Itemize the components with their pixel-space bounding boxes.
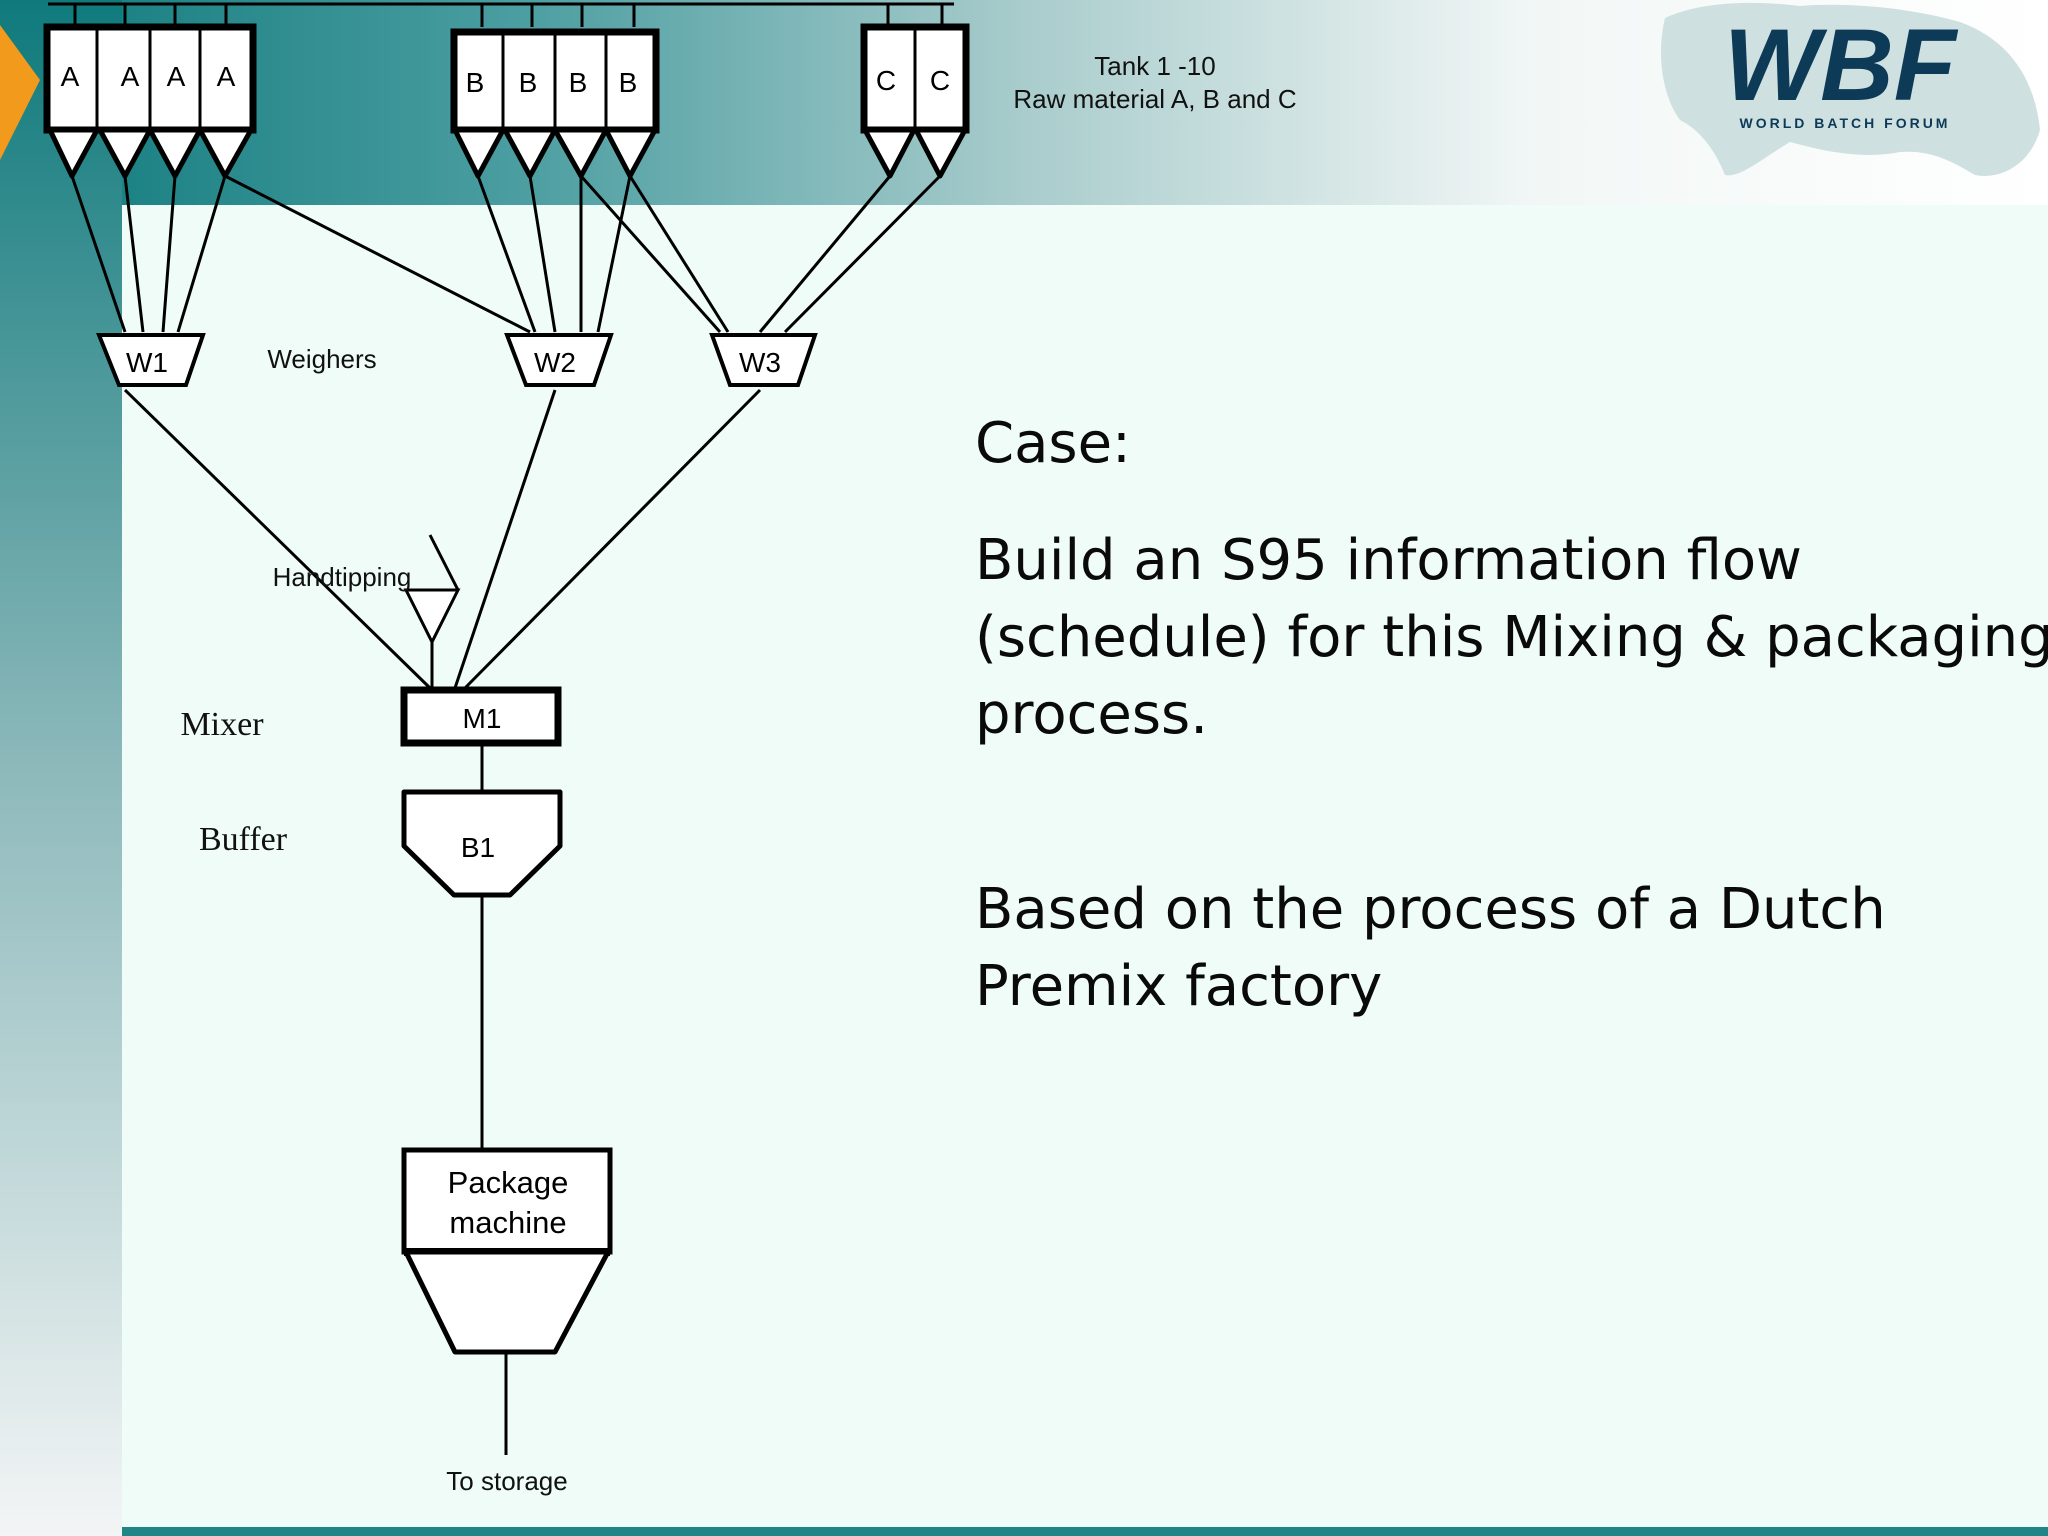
case-line-1: Build an S95 information flow xyxy=(975,528,1802,593)
weighers-label: Weighers xyxy=(267,344,376,374)
svg-text:W2: W2 xyxy=(534,347,576,378)
mixer-m1: M1 xyxy=(400,686,562,747)
weigher-w1: W1 xyxy=(96,333,206,387)
buffer-label: Buffer xyxy=(199,821,288,858)
svg-text:M1: M1 xyxy=(463,703,502,734)
handtipping-funnel xyxy=(403,534,461,688)
tank-a4-label: A xyxy=(217,61,236,92)
case-line-4: Based on the process of a Dutch xyxy=(975,877,1886,942)
mixer-label: Mixer xyxy=(180,706,264,743)
package-machine-line1: Package xyxy=(448,1165,569,1200)
weigher-to-mixer-pipes xyxy=(123,388,762,690)
handtipping-label: Handtipping xyxy=(273,562,412,592)
package-machine: Package machine xyxy=(401,1147,613,1355)
left-band xyxy=(0,0,122,1536)
tank-group-a: A A A A xyxy=(43,23,257,179)
svg-text:B1: B1 xyxy=(461,832,495,863)
case-heading: Case: xyxy=(975,411,1131,476)
tank-c2-label: C xyxy=(930,65,950,96)
tank-group-b: B B B B xyxy=(450,28,660,179)
case-line-2: (schedule) for this Mixing & packaging xyxy=(975,605,2048,670)
tank-a1-label: A xyxy=(61,61,80,92)
tanks-subtitle: Raw material A, B and C xyxy=(1013,84,1296,114)
tank-b3-label: B xyxy=(569,67,588,98)
footer-line xyxy=(122,1527,2048,1536)
svg-text:W3: W3 xyxy=(739,347,781,378)
weigher-w3: W3 xyxy=(709,333,818,387)
content-panel xyxy=(122,205,2048,1533)
logo-wordmark: WBF xyxy=(1724,8,1959,122)
tanks-title: Tank 1 -10 xyxy=(1094,51,1215,81)
case-line-3: process. xyxy=(975,682,1208,747)
case-line-5: Premix factory xyxy=(975,954,1383,1019)
to-storage-label: To storage xyxy=(446,1466,567,1496)
svg-text:W1: W1 xyxy=(126,347,168,378)
tank-b4-label: B xyxy=(619,67,638,98)
package-machine-line2: machine xyxy=(449,1205,566,1240)
orange-arrow-icon xyxy=(0,25,40,160)
tank-b2-label: B xyxy=(519,67,538,98)
tank-to-weigher-pipes xyxy=(70,174,942,334)
tank-a2-label: A xyxy=(121,61,140,92)
weigher-w2: W2 xyxy=(504,333,614,387)
buffer-b1: B1 xyxy=(401,789,563,898)
tank-group-c: C C xyxy=(860,23,970,179)
tank-c1-label: C xyxy=(876,65,896,96)
wbf-logo: WBF WORLD BATCH FORUM xyxy=(1660,2,2040,176)
tank-b1-label: B xyxy=(466,67,485,98)
tank-a3-label: A xyxy=(167,61,186,92)
logo-tagline: WORLD BATCH FORUM xyxy=(1740,115,1951,131)
